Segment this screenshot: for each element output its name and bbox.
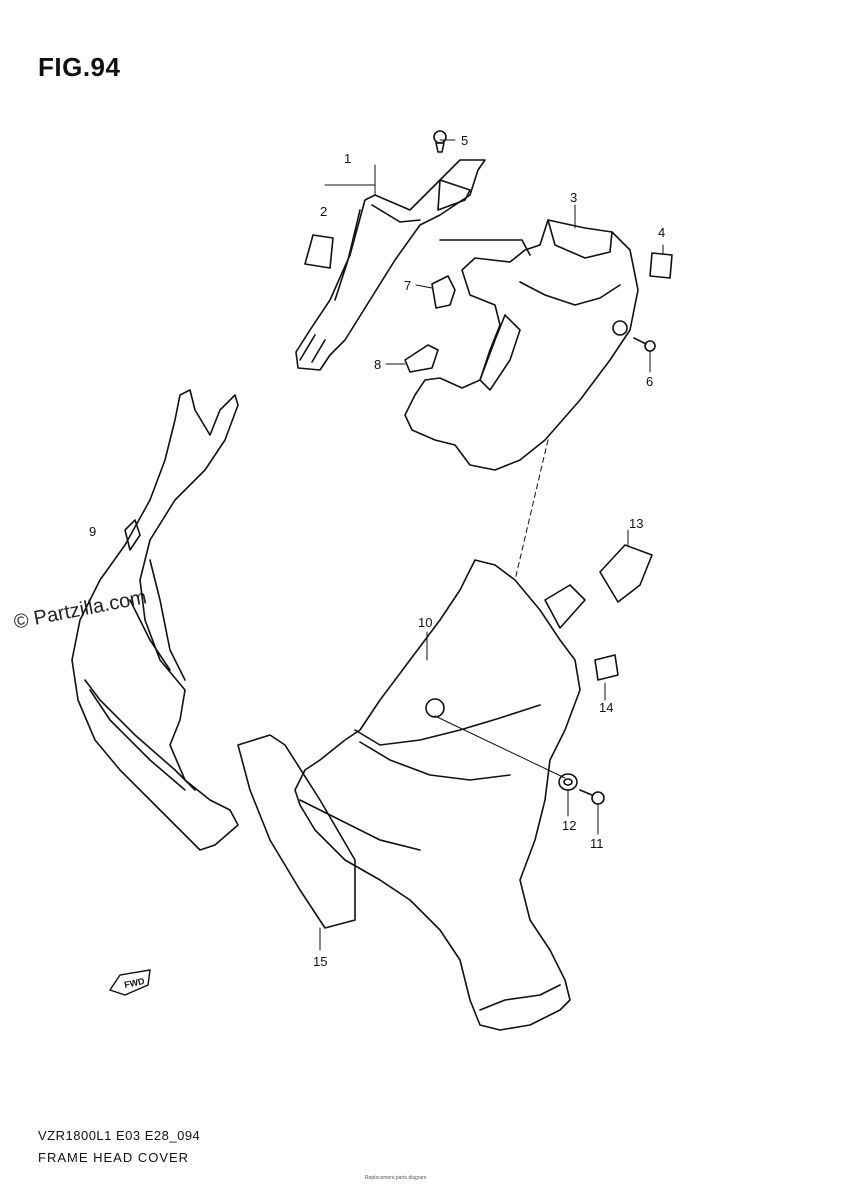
part-6-screw[interactable]: [633, 337, 656, 352]
callout-numbers: 1 2 3 4 5 6 7 8 9 10 11 12 13 14 15: [89, 133, 665, 969]
part-8-pad[interactable]: [404, 344, 439, 373]
callout-6: 6: [646, 374, 653, 389]
callout-14: 14: [599, 700, 613, 715]
callout-13: 13: [629, 516, 643, 531]
part-3-right-cover[interactable]: [404, 219, 639, 471]
callout-10: 10: [418, 615, 432, 630]
callout-9: 9: [89, 524, 96, 539]
part-1-upper-cover[interactable]: [295, 159, 486, 371]
callout-7: 7: [404, 278, 411, 293]
part-4-pad[interactable]: [649, 252, 673, 279]
section-name: FRAME HEAD COVER: [38, 1150, 190, 1165]
forward-direction-arrow-icon: FWD: [108, 969, 151, 996]
callout-1: 1: [344, 151, 351, 166]
leader-lines: [319, 139, 664, 951]
callout-3: 3: [570, 190, 577, 205]
callout-15: 15: [313, 954, 327, 969]
part-10-front-cover[interactable]: [294, 559, 586, 1031]
callout-2: 2: [320, 204, 327, 219]
part-5-clip[interactable]: [433, 130, 447, 153]
part-13-pad[interactable]: [599, 544, 653, 603]
part-7-pad[interactable]: [431, 275, 456, 309]
callout-4: 4: [658, 225, 665, 240]
model-code: VZR1800L1 E03 E28_094: [38, 1128, 201, 1143]
fine-print: Replacement parts diagram: [365, 1175, 427, 1181]
part-2-pad[interactable]: [304, 234, 334, 269]
part-15-strip[interactable]: [237, 734, 356, 929]
part-9-left-cover[interactable]: [71, 389, 239, 851]
fwd-label: FWD: [123, 976, 146, 990]
figure-title: FIG.94: [38, 52, 121, 82]
callout-8: 8: [374, 357, 381, 372]
callout-11: 11: [590, 836, 604, 851]
callout-12: 12: [562, 818, 576, 833]
part-11-screw[interactable]: [579, 789, 605, 805]
callout-5: 5: [461, 133, 468, 148]
part-14-pad[interactable]: [594, 654, 619, 681]
